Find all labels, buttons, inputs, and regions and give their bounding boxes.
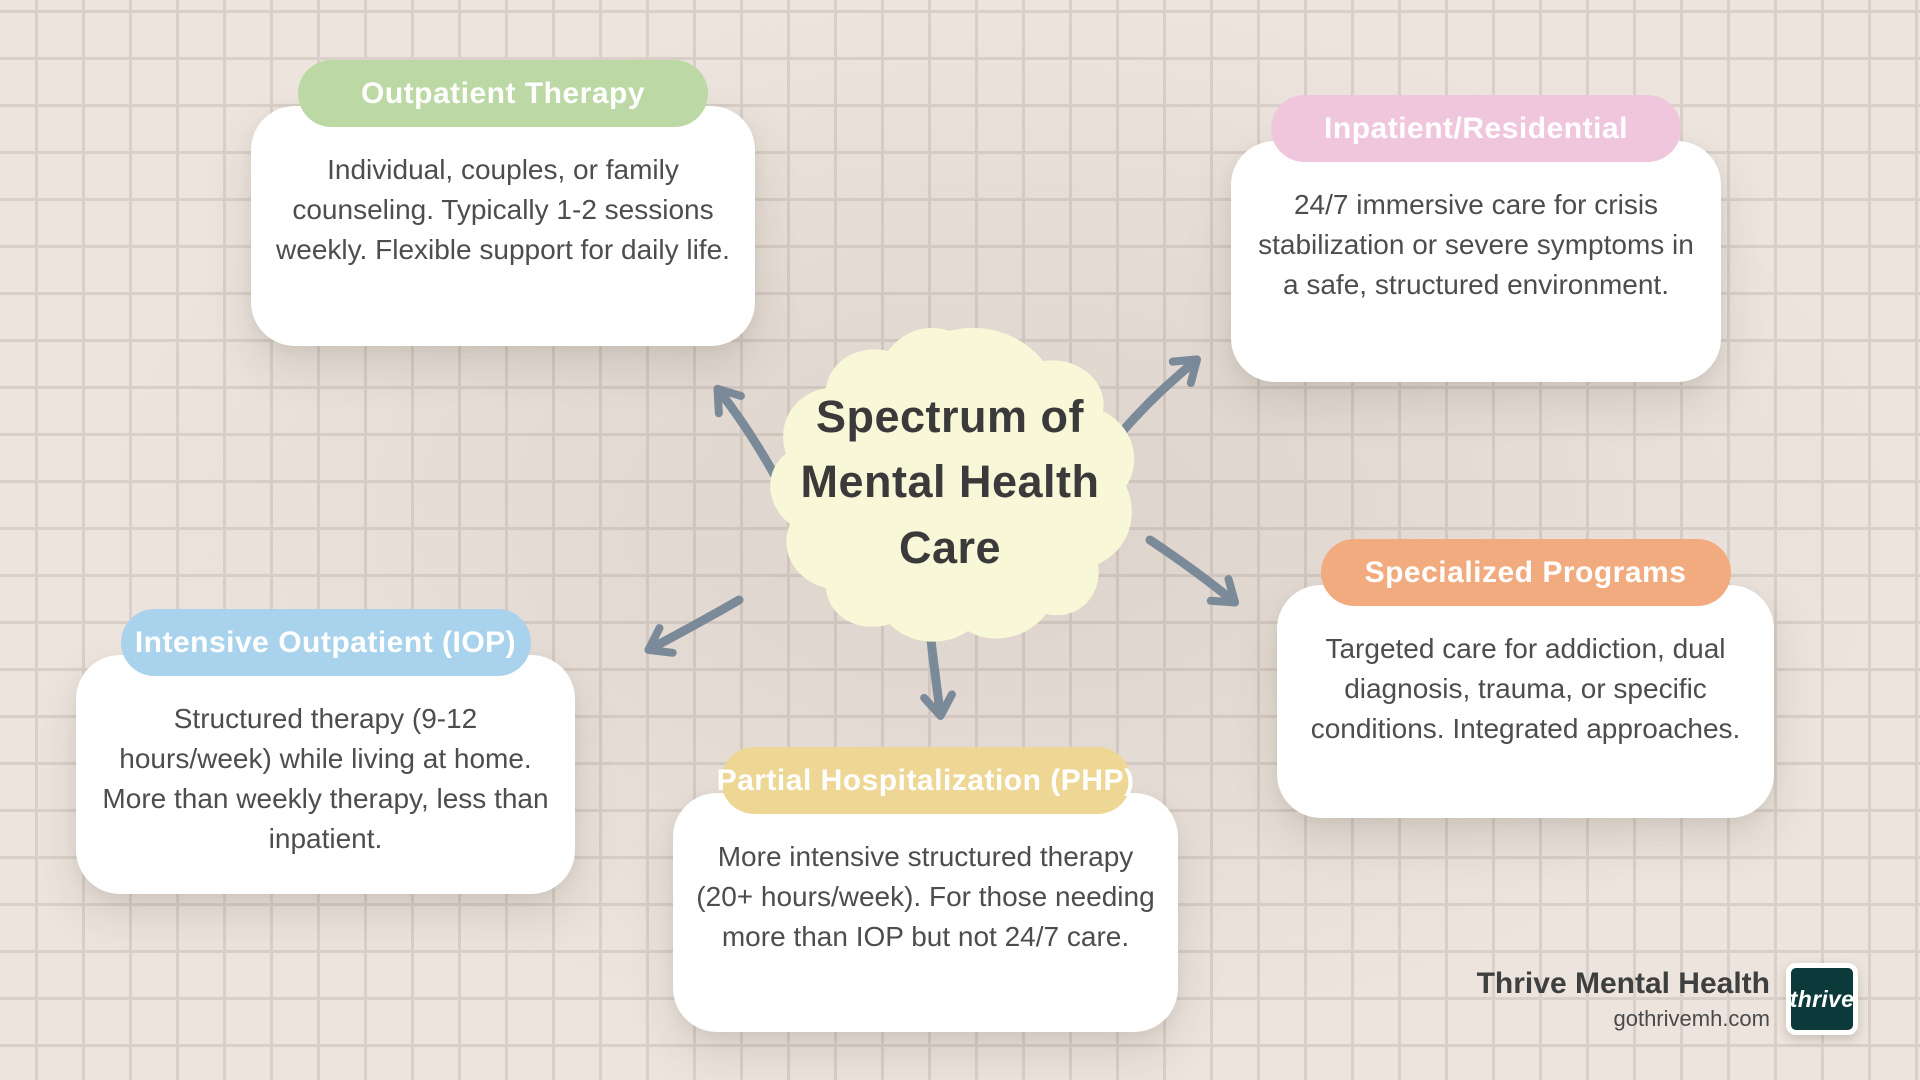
card-header-specialized-programs: Specialized Programs [1320, 539, 1731, 606]
card-body-outpatient-therapy: Individual, couples, or family counselin… [276, 154, 730, 266]
card-body-intensive-outpatient: Structured therapy (9-12 hours/week) whi… [102, 703, 549, 855]
main-title-line: Spectrum of [815, 391, 1085, 443]
card-body-inpatient-residential: 24/7 immersive care for crisis stabiliza… [1258, 189, 1694, 301]
center-blob-shape [770, 327, 1135, 642]
card-specialized-programs: Specialized Programs Targeted care for a… [1277, 539, 1774, 818]
arrow-to-partial-hospitalization-icon [920, 635, 956, 720]
card-partial-hospitalization: Partial Hospitalization (PHP) More inten… [673, 747, 1178, 1032]
brand-website: gothrivemh.com [1613, 1006, 1770, 1031]
arrow-to-specialized-programs-icon [1145, 535, 1240, 607]
card-header-intensive-outpatient: Intensive Outpatient (IOP) [120, 609, 531, 676]
card-outpatient-therapy: Outpatient Therapy Individual, couples, … [251, 60, 755, 346]
card-intensive-outpatient: Intensive Outpatient (IOP) Structured th… [76, 609, 575, 894]
brand-name: Thrive Mental Health [1476, 967, 1770, 1000]
thrive-logo-text: thrive [1789, 985, 1855, 1012]
brand-footer: Thrive Mental Health gothrivemh.com thri… [1477, 963, 1858, 1035]
card-body-partial-hospitalization: More intensive structured therapy (20+ h… [696, 841, 1155, 953]
card-body-specialized-programs: Targeted care for addiction, dual diagno… [1310, 633, 1741, 745]
card-header-inpatient-residential: Inpatient/Residential [1271, 95, 1681, 162]
main-title: Spectrum of Mental Health Care [758, 316, 1142, 648]
main-title-line: Mental Health [800, 456, 1100, 508]
arrow-to-intensive-outpatient-icon [644, 595, 744, 657]
card-inpatient-residential: Inpatient/Residential 24/7 immersive car… [1231, 95, 1721, 382]
main-title-line: Care [898, 521, 1002, 573]
brand-text-block: Thrive Mental Health gothrivemh.com [1477, 966, 1770, 1032]
card-header-outpatient-therapy: Outpatient Therapy [298, 60, 708, 127]
thrive-logo: thrive [1786, 963, 1858, 1035]
card-header-partial-hospitalization: Partial Hospitalization (PHP) [717, 747, 1134, 814]
center-topic: Spectrum of Mental Health Care [758, 316, 1142, 648]
